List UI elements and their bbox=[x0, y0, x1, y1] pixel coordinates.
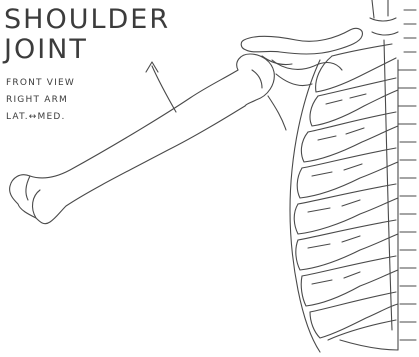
side-note: RIGHT ARM bbox=[6, 96, 68, 105]
scapula-outline bbox=[268, 60, 342, 130]
rib-cage bbox=[290, 40, 398, 352]
view-note: FRONT VIEW bbox=[6, 79, 75, 88]
clavicle-bone bbox=[241, 28, 362, 64]
vertebral-column bbox=[370, 0, 416, 350]
movement-arrow bbox=[146, 62, 176, 112]
diagram-title-line-2: JOINT bbox=[4, 36, 88, 63]
diagram-title-line-1: SHOULDER bbox=[4, 6, 170, 33]
direction-note: LAT.↔MED. bbox=[6, 113, 66, 122]
